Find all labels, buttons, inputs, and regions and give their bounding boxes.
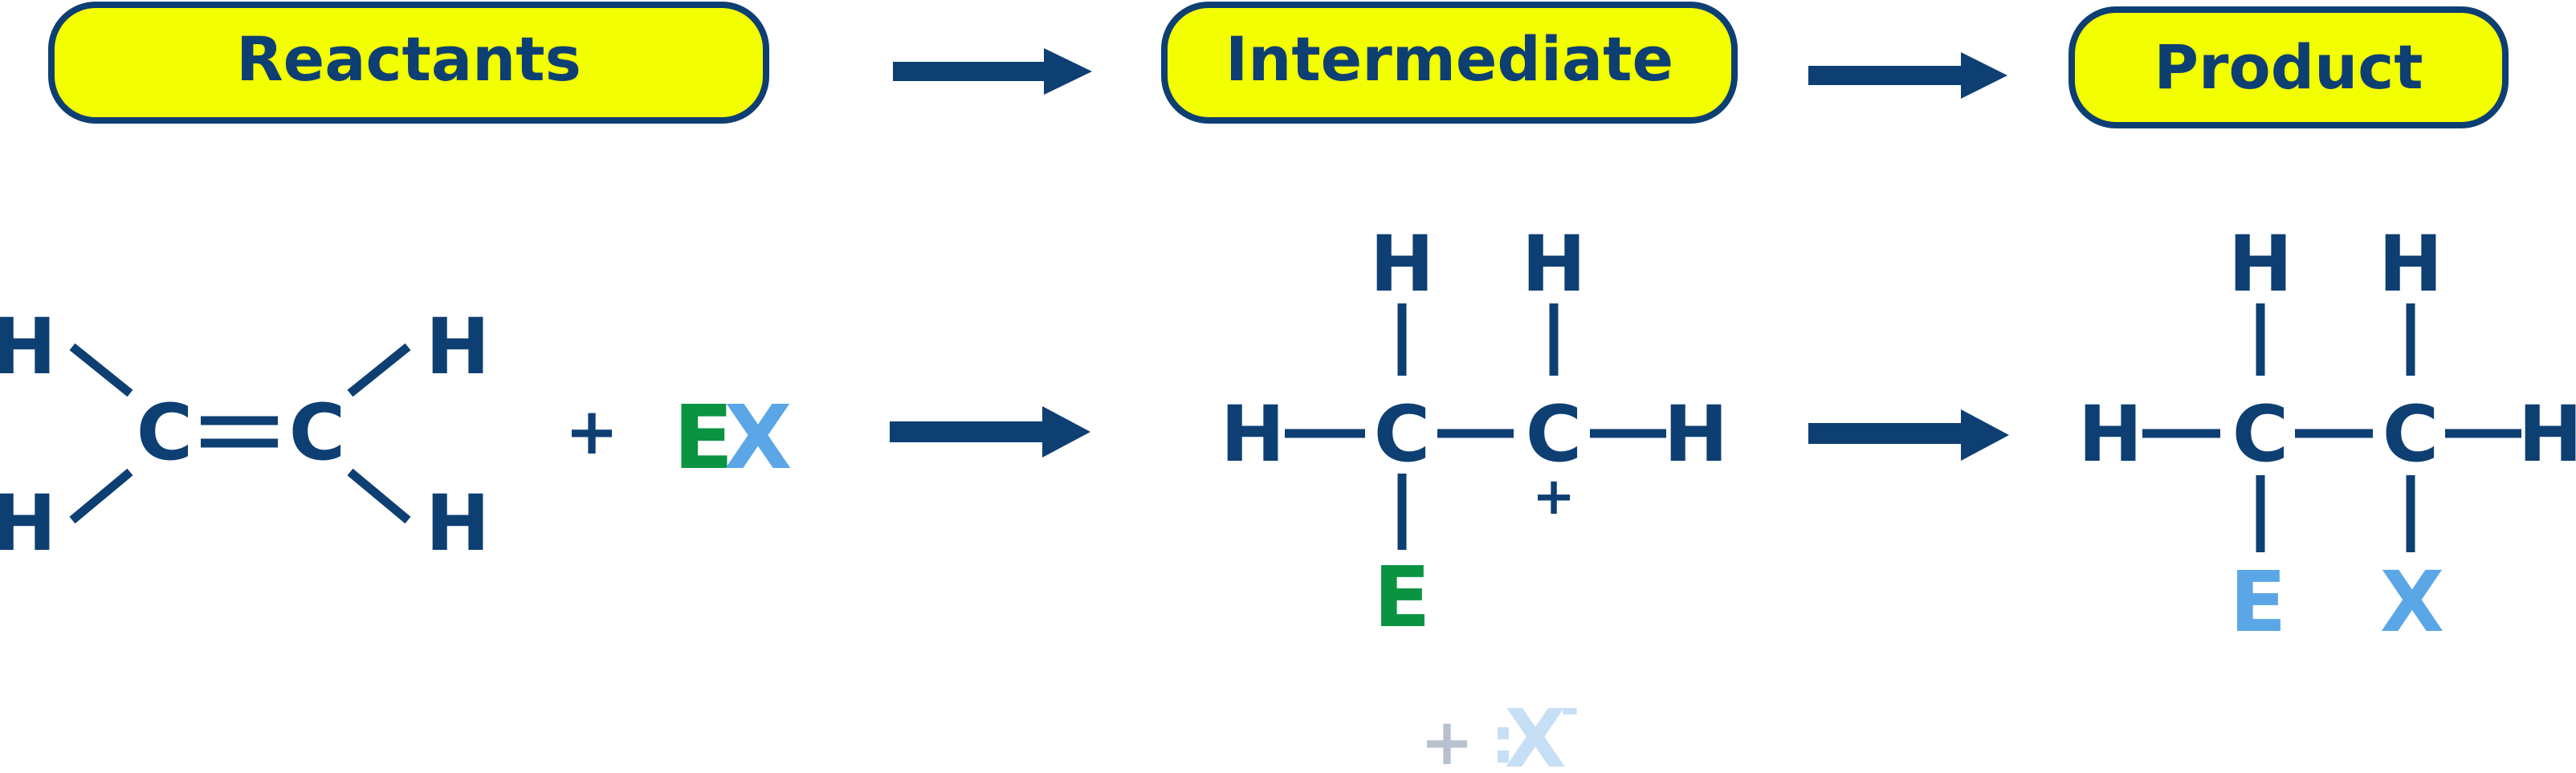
hydrogen-atom: H [1522,219,1586,309]
header-arrow-2 [1808,52,2007,99]
positive-charge: + [1532,467,1575,527]
negative-charge: - [1560,683,1579,735]
hydrogen-atom: H [426,478,490,568]
carbon-atom: C [137,388,193,478]
electrophile-atom: E [1373,548,1430,646]
hydrogen-atom: H [2378,219,2443,309]
hydrogen-atom: H [0,478,56,568]
hydrogen-atom: H [2078,389,2142,479]
electrophile-atom: E [673,386,733,489]
stage-label-text: Product [2154,31,2423,103]
hydrogen-atom: H [1664,389,1728,479]
carbon-atom: C [1526,389,1582,479]
hydrogen-atom: H [426,302,490,392]
electrophile-atom: E [2229,553,2286,651]
plus-sign: + [565,394,618,469]
halide-atom: X [724,386,793,489]
bond [347,343,411,397]
halide-anion: X [1504,692,1566,773]
bond [347,468,411,524]
carbon-atom: C [1374,389,1430,479]
stage-label-intermediate: Intermediate [1161,2,1738,124]
halide-anion-byproduct: + : X - [1420,683,1579,773]
haloalkane-product: H H H C C H E X [2078,219,2576,651]
stage-label-product: Product [2069,6,2509,128]
halide-atom: X [2380,553,2444,651]
electrophile-reagent: E X [673,386,792,489]
carbon-atom: C [289,388,345,478]
hydrogen-atom: H [2518,389,2576,479]
lone-pair: : [1490,703,1516,773]
ethene-molecule: H H C C H H [0,302,490,568]
hydrogen-atom: H [1370,219,1434,309]
carbon-atom: C [2382,389,2439,479]
bond [69,468,133,524]
plus-sign: + [1420,705,1473,773]
header-arrow-1 [893,48,1092,95]
hydrogen-atom: H [2228,219,2293,309]
stage-label-reactants: Reactants [48,2,769,124]
stage-label-text: Reactants [236,23,581,95]
reaction-arrow-1 [890,406,1090,458]
carbon-atom: C [2232,389,2289,479]
bond [69,343,133,397]
stage-label-text: Intermediate [1225,23,1673,95]
carbocation-intermediate: H H H C C H + E [1221,219,1728,646]
hydrogen-atom: H [0,302,56,392]
reaction-arrow-2 [1808,409,2009,461]
hydrogen-atom: H [1221,389,1285,479]
